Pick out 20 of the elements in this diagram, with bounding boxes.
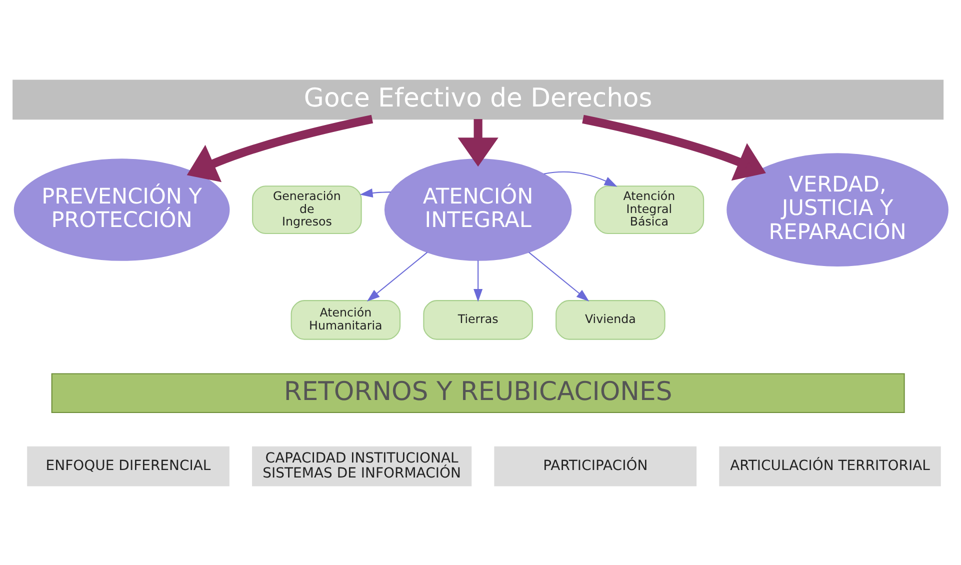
node-box: Generación de Ingresos xyxy=(252,185,362,234)
arrow xyxy=(528,251,590,302)
node-box: RETORNOS Y REUBICACIONES xyxy=(51,372,905,413)
node-box: PARTICIPACIÓN xyxy=(494,446,697,486)
node-box: CAPACIDAD INSTITUCIONAL SISTEMAS DE INFORMACIÓN xyxy=(252,446,472,486)
node-box: Vivienda xyxy=(556,300,666,340)
node-box: ENFOQUE DIFERENCIAL xyxy=(27,446,230,486)
node-ellipse: PREVENCIÓN Y PROTECCIÓN xyxy=(14,158,230,260)
arrow xyxy=(366,251,428,302)
node-box: Tierras xyxy=(423,300,533,340)
arrow xyxy=(544,170,618,186)
node-ellipse: VERDAD, JUSTICIA Y REPARACIÓN xyxy=(726,152,948,266)
node-ellipse: ATENCIÓN INTEGRAL xyxy=(384,158,572,260)
node-box: Atención Integral Básica xyxy=(594,185,704,234)
node-box: Atención Humanitaria xyxy=(290,300,401,340)
node-box: ARTICULACIÓN TERRITORIAL xyxy=(719,446,941,486)
arrow xyxy=(458,118,498,166)
node-box: Goce Efectivo de Derechos xyxy=(12,79,944,120)
arrow xyxy=(360,188,391,197)
arrow xyxy=(474,260,483,302)
